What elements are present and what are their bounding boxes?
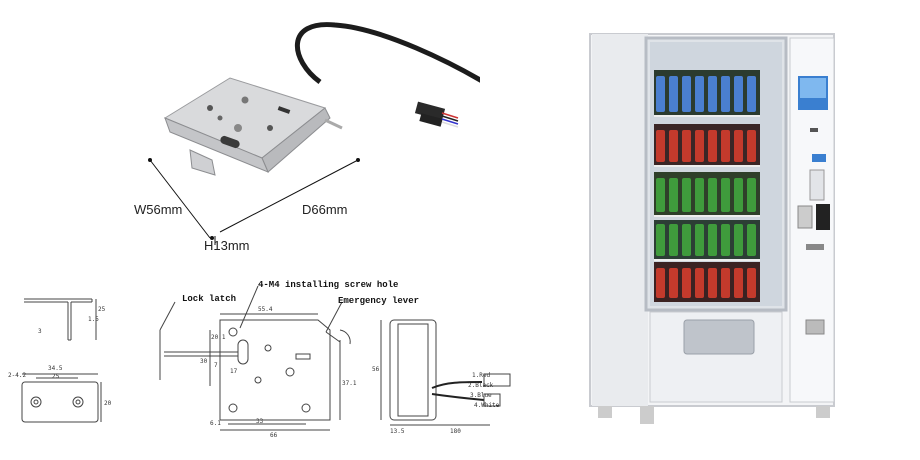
bottle bbox=[734, 268, 743, 298]
bottle bbox=[656, 268, 665, 298]
bottle bbox=[747, 178, 756, 212]
lock-latch-callout: Lock latch bbox=[182, 294, 237, 304]
wire-label-black: 2.Black bbox=[468, 382, 494, 389]
bottle bbox=[695, 224, 704, 256]
bottle bbox=[656, 130, 665, 162]
lock-body-top bbox=[163, 77, 327, 159]
bottle bbox=[708, 130, 717, 162]
front-dim-30: 30 bbox=[200, 358, 208, 365]
bottle bbox=[721, 76, 730, 112]
bill-acceptor bbox=[797, 205, 813, 229]
emergency-lever-callout: Emergency lever bbox=[338, 296, 420, 306]
bottle bbox=[708, 76, 717, 112]
bottle bbox=[695, 268, 704, 298]
height-dimension-label: H13mm bbox=[204, 238, 250, 253]
front-dim-37-1: 37.1 bbox=[342, 380, 357, 387]
width-dimension-label: W56mm bbox=[134, 202, 183, 217]
wire-label-blue: 3.Blue bbox=[470, 392, 492, 399]
pickup-bin bbox=[683, 319, 755, 355]
bottle bbox=[682, 76, 691, 112]
bottle bbox=[682, 224, 691, 256]
bottle bbox=[695, 76, 704, 112]
bottle bbox=[669, 224, 678, 256]
bottle bbox=[682, 178, 691, 212]
bottle bbox=[682, 130, 691, 162]
bottle bbox=[708, 268, 717, 298]
bottle bbox=[708, 178, 717, 212]
bottle bbox=[721, 268, 730, 298]
vending-machine bbox=[589, 33, 835, 424]
bottle bbox=[669, 268, 678, 298]
latch-dim-1-5: 1.5 bbox=[88, 316, 99, 323]
keypad bbox=[809, 169, 825, 201]
front-dim-17: 17 bbox=[230, 368, 238, 375]
bottle bbox=[656, 76, 665, 112]
wire-label-white: 4.White bbox=[474, 402, 500, 409]
bottle bbox=[734, 76, 743, 112]
front-dim-33: 33 bbox=[256, 418, 264, 425]
bottle bbox=[682, 268, 691, 298]
bottle bbox=[721, 224, 730, 256]
bracket-dim-25: 25 bbox=[52, 373, 60, 380]
bottle bbox=[721, 130, 730, 162]
front-dim-66: 66 bbox=[270, 432, 278, 439]
bottle bbox=[747, 224, 756, 256]
front-dim-6-1: 6.1 bbox=[210, 420, 221, 427]
bottle bbox=[669, 76, 678, 112]
product-shelves bbox=[654, 70, 760, 302]
bottle bbox=[747, 268, 756, 298]
wire-label-red: 1.Red bbox=[472, 372, 491, 379]
bottle bbox=[656, 224, 665, 256]
bottle bbox=[747, 130, 756, 162]
lock-photo bbox=[148, 22, 480, 245]
bracket-dim-20: 20 bbox=[104, 400, 112, 407]
side-dim-180: 180 bbox=[450, 428, 461, 435]
bracket-dim-holes: 2-4.2 bbox=[8, 372, 27, 379]
screw-hole-callout: 4-M4 installing screw hole bbox=[258, 280, 399, 290]
bottle bbox=[747, 76, 756, 112]
bottle bbox=[734, 224, 743, 256]
coin-return bbox=[805, 319, 825, 335]
front-dim-20-1: 20.1 bbox=[211, 334, 226, 341]
front-dim-7: 7 bbox=[214, 362, 218, 369]
latch-dim-25: 25 bbox=[98, 306, 106, 313]
bottle bbox=[734, 130, 743, 162]
bottle bbox=[656, 178, 665, 212]
bottle bbox=[734, 178, 743, 212]
lock-side-drawing bbox=[380, 319, 511, 426]
depth-dimension-label: D66mm bbox=[302, 202, 348, 217]
cable-connector bbox=[414, 101, 459, 128]
bottle bbox=[695, 130, 704, 162]
bottle bbox=[695, 178, 704, 212]
side-dim-56: 56 bbox=[372, 366, 380, 373]
bottle bbox=[669, 178, 678, 212]
bracket-drawing bbox=[21, 373, 102, 423]
coin-slot bbox=[816, 204, 830, 230]
bracket-dim-34-5: 34.5 bbox=[48, 365, 63, 372]
bottle bbox=[721, 178, 730, 212]
latch-dim-3: 3 bbox=[38, 328, 42, 335]
lock-cable bbox=[295, 22, 480, 85]
latch-part-drawing bbox=[24, 298, 97, 341]
lock-front-drawing bbox=[159, 313, 351, 431]
bottle bbox=[669, 130, 678, 162]
technical-drawing bbox=[21, 285, 511, 431]
side-dim-13-5: 13.5 bbox=[390, 428, 405, 435]
front-dim-55-4: 55.4 bbox=[258, 306, 273, 313]
bottle bbox=[708, 224, 717, 256]
